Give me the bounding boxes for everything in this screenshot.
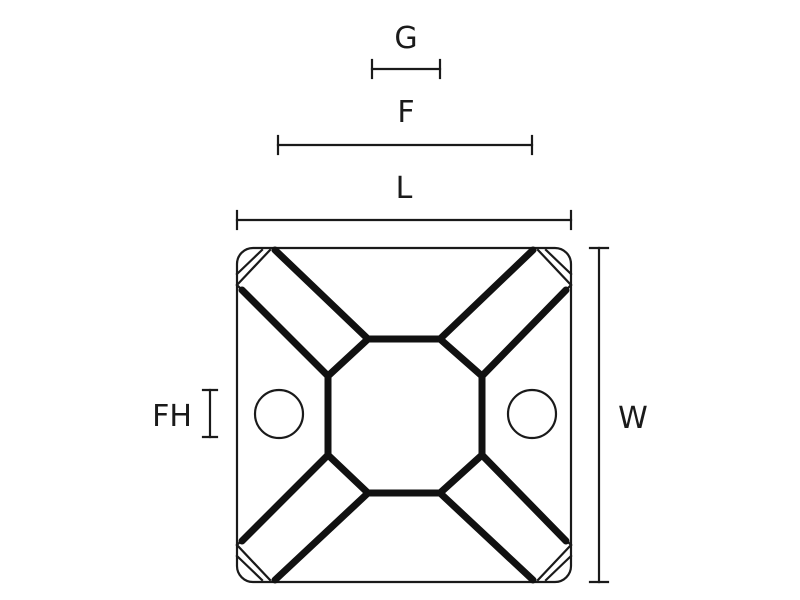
center-octagon-ridge	[238, 246, 570, 584]
channel-top-right-inner	[536, 248, 573, 287]
arm-left-upper-edge	[238, 286, 332, 380]
dimension-g-label: G	[394, 21, 417, 56]
corner-notch-bottom-right	[544, 554, 573, 582]
dimension-fh: FH	[152, 388, 219, 439]
arm-bottom-right-edge	[436, 489, 537, 584]
dimension-l-label: L	[396, 171, 413, 206]
dimension-w-label: W	[618, 401, 648, 436]
dimension-w: W	[588, 246, 648, 584]
arm-right-upper-edge	[478, 286, 570, 380]
dimension-f-label: F	[397, 95, 414, 130]
dimension-fh-label: FH	[152, 399, 192, 434]
screw-hole-right	[506, 388, 558, 440]
dimension-g: G	[370, 21, 442, 80]
corner-notch-bottom-left	[235, 554, 264, 582]
arm-left-lower-edge	[238, 451, 332, 545]
screw-hole-left	[253, 388, 305, 440]
corner-notch-top-right	[544, 248, 573, 276]
corner-notches	[235, 248, 573, 582]
channel-bottom-left-inner	[235, 543, 272, 582]
arm-right-lower-edge	[478, 451, 570, 545]
channel-top-left-inner	[235, 248, 272, 287]
arm-top-left-edge	[271, 246, 372, 343]
dimension-l: L	[235, 171, 573, 231]
corner-notch-top-left	[235, 248, 264, 276]
arm-bottom-left-edge	[271, 489, 372, 584]
mount-base-outline	[235, 246, 573, 584]
dimension-f: F	[276, 95, 534, 156]
arm-top-right-edge	[436, 246, 537, 343]
channel-bottom-right-inner	[536, 543, 573, 582]
